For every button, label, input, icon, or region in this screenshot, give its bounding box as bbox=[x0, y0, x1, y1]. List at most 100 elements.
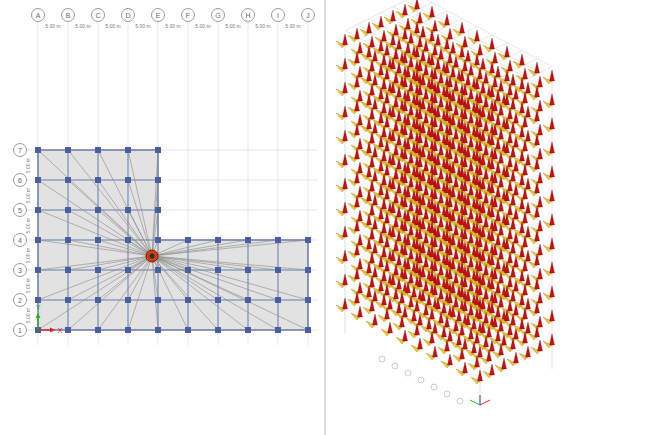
load-arrow bbox=[520, 174, 525, 185]
load-arrow bbox=[508, 60, 513, 71]
load-arrow bbox=[523, 212, 528, 223]
load-arrow bbox=[550, 262, 555, 273]
dimension-label: 5.00 m bbox=[195, 24, 210, 29]
y-arrowhead bbox=[36, 313, 41, 318]
load-arrow bbox=[475, 126, 480, 137]
load-arrow bbox=[496, 282, 501, 293]
load-arrow bbox=[406, 234, 411, 245]
load-arrow bbox=[475, 174, 480, 185]
load-arrow bbox=[493, 52, 498, 63]
load-arrow bbox=[493, 148, 498, 159]
load-arrow bbox=[406, 90, 411, 101]
load-arrow bbox=[478, 370, 483, 381]
column-node bbox=[245, 297, 251, 303]
load-arrow bbox=[445, 182, 450, 193]
load-arrow bbox=[367, 22, 372, 33]
load-arrow bbox=[505, 262, 510, 273]
grid-bubble: 6 bbox=[13, 173, 27, 187]
dimension-label: 5.00 m bbox=[75, 24, 90, 29]
diaphragm-link bbox=[152, 210, 158, 256]
load-arrow bbox=[412, 310, 417, 321]
roof-grid bbox=[381, 13, 516, 85]
diaphragm-link bbox=[152, 240, 308, 256]
load-arrow bbox=[523, 236, 528, 247]
load-arrow bbox=[433, 140, 438, 151]
load-arrow bbox=[370, 60, 375, 71]
load-arrow bbox=[550, 166, 555, 177]
load-arrow bbox=[421, 266, 426, 277]
load-arrow bbox=[343, 202, 348, 213]
load-arrow bbox=[523, 68, 528, 79]
load-arrow bbox=[343, 106, 348, 117]
load-arrow bbox=[406, 162, 411, 173]
load-arrow bbox=[526, 298, 531, 309]
load-arrow bbox=[382, 150, 387, 161]
load-arrow bbox=[550, 238, 555, 249]
base-grid-bubble bbox=[418, 377, 424, 383]
column-node bbox=[35, 147, 41, 153]
load-arrow bbox=[538, 100, 543, 111]
load-arrow bbox=[505, 310, 510, 321]
load-arrow bbox=[403, 28, 408, 39]
load-arrow bbox=[406, 66, 411, 77]
grid-bubble: 1 bbox=[13, 323, 27, 337]
load-arrow bbox=[460, 46, 465, 57]
column-node bbox=[245, 267, 251, 273]
load-arrow bbox=[355, 196, 360, 207]
column-node bbox=[65, 177, 71, 183]
load-arrow bbox=[451, 282, 456, 293]
diaphragm-link bbox=[68, 180, 152, 256]
load-arrow bbox=[538, 124, 543, 135]
load-arrow bbox=[478, 188, 483, 199]
load-arrow bbox=[433, 92, 438, 103]
load-arrow bbox=[481, 178, 486, 189]
load-arrow bbox=[379, 112, 384, 123]
load-arrow bbox=[355, 100, 360, 111]
load-arrow bbox=[370, 228, 375, 239]
column-node bbox=[155, 147, 161, 153]
column-node bbox=[155, 207, 161, 213]
column-node bbox=[275, 237, 281, 243]
diaphragm-link bbox=[38, 256, 152, 300]
load-arrow bbox=[445, 86, 450, 97]
load-arrow bbox=[379, 88, 384, 99]
column-node bbox=[125, 237, 131, 243]
load-arrow bbox=[394, 96, 399, 107]
load-arrow bbox=[490, 278, 495, 289]
load-arrow bbox=[481, 58, 486, 69]
roof-grid bbox=[369, 19, 504, 91]
grid-bubble: D bbox=[121, 8, 135, 22]
column-node bbox=[305, 327, 311, 333]
column-node bbox=[215, 327, 221, 333]
load-arrow bbox=[448, 52, 453, 63]
load-arrow bbox=[451, 258, 456, 269]
load-arrow bbox=[490, 254, 495, 265]
load-arrow bbox=[535, 302, 540, 313]
load-arrow bbox=[415, 262, 420, 273]
load-arrow bbox=[511, 74, 516, 85]
load-arrow bbox=[382, 246, 387, 257]
load-arrow bbox=[379, 208, 384, 219]
grid-bubble: 3 bbox=[13, 263, 27, 277]
x-arrowhead bbox=[50, 328, 55, 333]
load-arrow bbox=[496, 210, 501, 221]
load-arrow bbox=[415, 22, 420, 33]
column-node bbox=[185, 327, 191, 333]
beam-line bbox=[248, 240, 249, 330]
load-arrow bbox=[490, 86, 495, 97]
load-arrow bbox=[478, 308, 483, 319]
load-arrow bbox=[460, 286, 465, 297]
load-arrow bbox=[460, 190, 465, 201]
load-arrow bbox=[493, 124, 498, 135]
load-arrow bbox=[493, 196, 498, 207]
load-arrow bbox=[391, 226, 396, 237]
grid-line bbox=[38, 22, 39, 345]
column-node bbox=[155, 237, 161, 243]
load-arrow bbox=[343, 82, 348, 93]
load-arrow bbox=[379, 280, 384, 291]
load-arrow bbox=[490, 182, 495, 193]
load-arrow bbox=[418, 156, 423, 167]
load-arrow bbox=[511, 194, 516, 205]
load-arrow bbox=[523, 140, 528, 151]
